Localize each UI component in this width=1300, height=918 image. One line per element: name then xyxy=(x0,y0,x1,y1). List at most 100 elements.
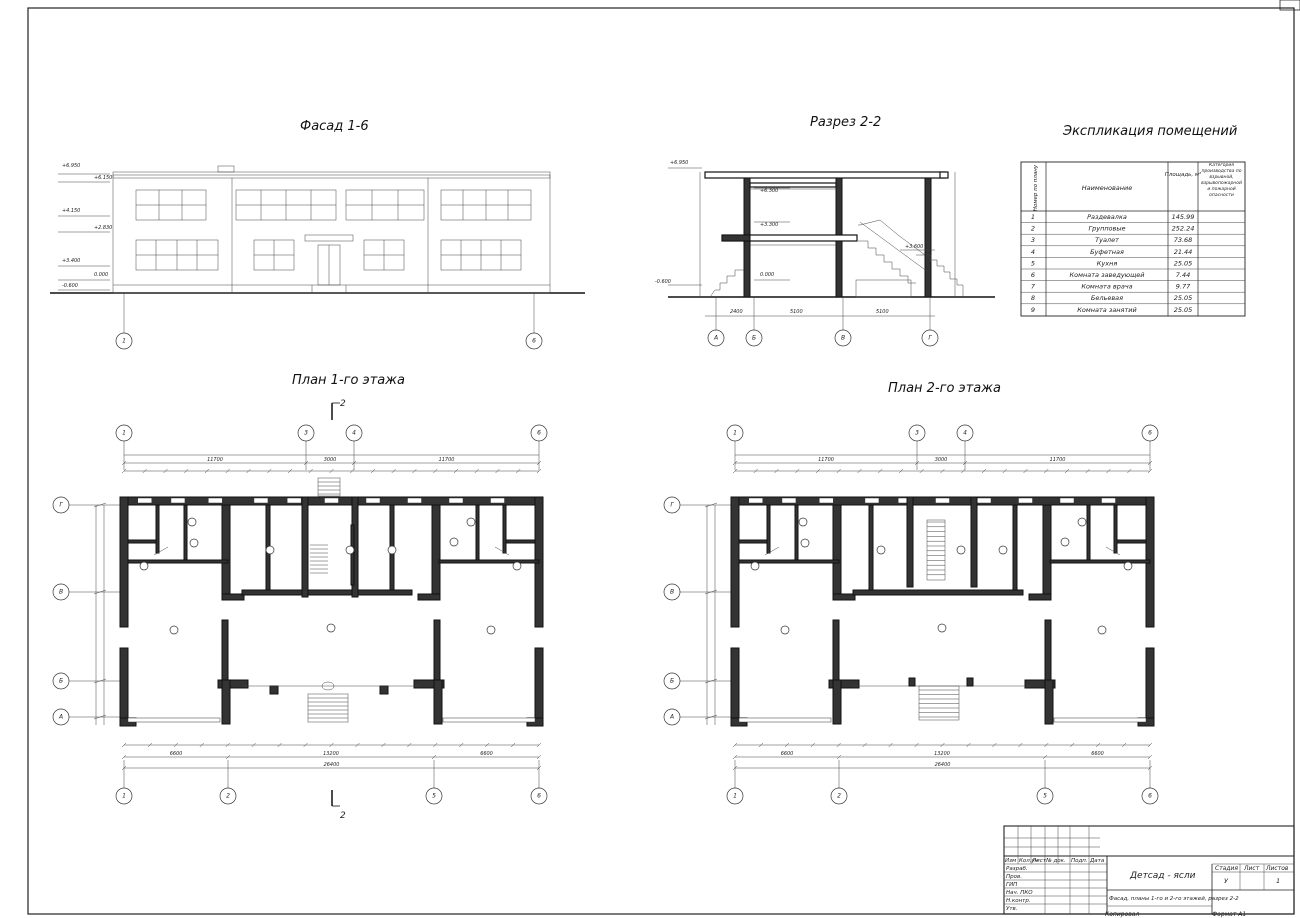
svg-text:2: 2 xyxy=(340,399,346,409)
cut-mark-top: 2 xyxy=(331,399,346,420)
axis-bubble xyxy=(1141,787,1159,805)
room-marker xyxy=(345,545,355,555)
svg-text:Листов: Листов xyxy=(1265,865,1289,872)
svg-text:+6.300: +6.300 xyxy=(760,188,778,194)
svg-text:5: 5 xyxy=(432,793,436,800)
room-marker xyxy=(1097,625,1107,635)
sheet-description: Фасад, планы 1-го и 2-го этажей, разрез … xyxy=(1109,896,1239,902)
room-marker xyxy=(486,625,496,635)
room-marker xyxy=(466,517,476,527)
svg-text:-0.600: -0.600 xyxy=(62,283,78,289)
svg-text:Дата: Дата xyxy=(1089,858,1105,864)
svg-text:Стадия: Стадия xyxy=(1215,865,1238,872)
svg-text:6600: 6600 xyxy=(170,751,183,757)
svg-text:6600: 6600 xyxy=(1091,751,1104,757)
svg-text:Изм: Изм xyxy=(1005,858,1016,864)
svg-text:Формат А1: Формат А1 xyxy=(1212,911,1246,918)
axis-bubble xyxy=(663,708,681,726)
svg-text:9: 9 xyxy=(1031,306,1035,314)
plan2-title: План 2-го этажа xyxy=(888,381,1001,396)
svg-text:+4.150: +4.150 xyxy=(62,208,80,214)
facade-axis-6 xyxy=(525,332,543,350)
table-header-area: Площадь, м² xyxy=(1165,171,1202,178)
svg-text:Н.контр.: Н.контр. xyxy=(1006,898,1031,904)
facade-axis-1 xyxy=(115,332,133,350)
axis-bubble xyxy=(297,424,315,442)
svg-text:6600: 6600 xyxy=(480,751,493,757)
room-marker xyxy=(1060,537,1070,547)
svg-text:6: 6 xyxy=(1031,271,1035,279)
svg-text:11700: 11700 xyxy=(439,457,455,463)
svg-text:1: 1 xyxy=(733,430,737,437)
svg-text:3: 3 xyxy=(304,430,308,437)
svg-text:Разраб.: Разраб. xyxy=(1006,866,1028,872)
svg-text:+2.830: +2.830 xyxy=(94,225,112,231)
svg-text:Б: Б xyxy=(59,678,63,685)
room-marker xyxy=(187,517,197,527)
axis-bubble xyxy=(52,672,70,690)
svg-text:Утв.: Утв. xyxy=(1006,906,1018,912)
svg-text:+3.600: +3.600 xyxy=(905,244,923,250)
svg-text:А: А xyxy=(713,335,718,342)
svg-text:Туалет: Туалет xyxy=(1095,236,1119,244)
room-marker xyxy=(326,623,336,633)
table-header-number: Номер по плану xyxy=(1033,164,1039,211)
svg-text:3000: 3000 xyxy=(935,457,948,463)
svg-text:Групповые: Групповые xyxy=(1088,225,1125,233)
svg-text:13200: 13200 xyxy=(323,751,339,757)
svg-text:26400: 26400 xyxy=(935,762,951,768)
svg-text:Г: Г xyxy=(928,335,932,342)
svg-text:Кухня: Кухня xyxy=(1097,259,1118,267)
svg-text:+3.300: +3.300 xyxy=(760,222,778,228)
svg-text:6600: 6600 xyxy=(781,751,794,757)
svg-text:3000: 3000 xyxy=(324,457,337,463)
svg-text:25.05: 25.05 xyxy=(1174,294,1193,302)
axis-bubble xyxy=(1141,424,1159,442)
svg-text:2: 2 xyxy=(1031,225,1035,233)
axis-bubble xyxy=(663,583,681,601)
room-marker xyxy=(876,545,886,555)
axis-bubble xyxy=(726,424,744,442)
axis-bubble xyxy=(219,787,237,805)
room-marker xyxy=(1077,517,1087,527)
svg-text:2: 2 xyxy=(837,793,841,800)
svg-text:6: 6 xyxy=(537,793,541,800)
svg-text:Кол.уч: Кол.уч xyxy=(1019,858,1039,864)
room-marker xyxy=(998,545,1008,555)
svg-text:Комната занятий: Комната занятий xyxy=(1077,306,1136,314)
svg-text:5: 5 xyxy=(1031,259,1035,267)
svg-text:2: 2 xyxy=(340,811,346,821)
room-marker xyxy=(265,545,275,555)
sheet-frame xyxy=(27,7,1295,915)
svg-text:0.000: 0.000 xyxy=(760,272,774,278)
facade-drawing: +6.950 +6.150 +4.150 +2.830 +3.400 0.000… xyxy=(50,163,585,350)
svg-text:252.24: 252.24 xyxy=(1172,225,1195,233)
svg-text:+6.950: +6.950 xyxy=(670,160,688,166)
explication-table: Номер по плану Наименование Площадь, м² … xyxy=(1020,161,1246,317)
room-marker xyxy=(937,623,947,633)
svg-text:№ док.: № док. xyxy=(1045,858,1066,864)
svg-text:У: У xyxy=(1224,877,1229,885)
svg-text:6: 6 xyxy=(532,338,536,345)
svg-text:В: В xyxy=(59,589,63,596)
svg-text:4: 4 xyxy=(963,430,967,437)
svg-text:Г: Г xyxy=(670,502,674,509)
room-marker xyxy=(800,538,810,548)
corner-stamp xyxy=(1279,0,1300,11)
svg-text:5100: 5100 xyxy=(876,309,889,315)
svg-text:-0.600: -0.600 xyxy=(655,279,671,285)
axis-bubble xyxy=(530,424,548,442)
svg-text:11700: 11700 xyxy=(207,457,223,463)
svg-text:3: 3 xyxy=(1031,236,1035,244)
svg-text:В: В xyxy=(841,335,845,342)
axis-bubble xyxy=(663,496,681,514)
axis-bubble xyxy=(115,787,133,805)
svg-text:Б: Б xyxy=(752,335,756,342)
svg-text:8: 8 xyxy=(1031,294,1035,302)
svg-text:Копировал: Копировал xyxy=(1105,911,1139,918)
svg-text:В: В xyxy=(670,589,674,596)
